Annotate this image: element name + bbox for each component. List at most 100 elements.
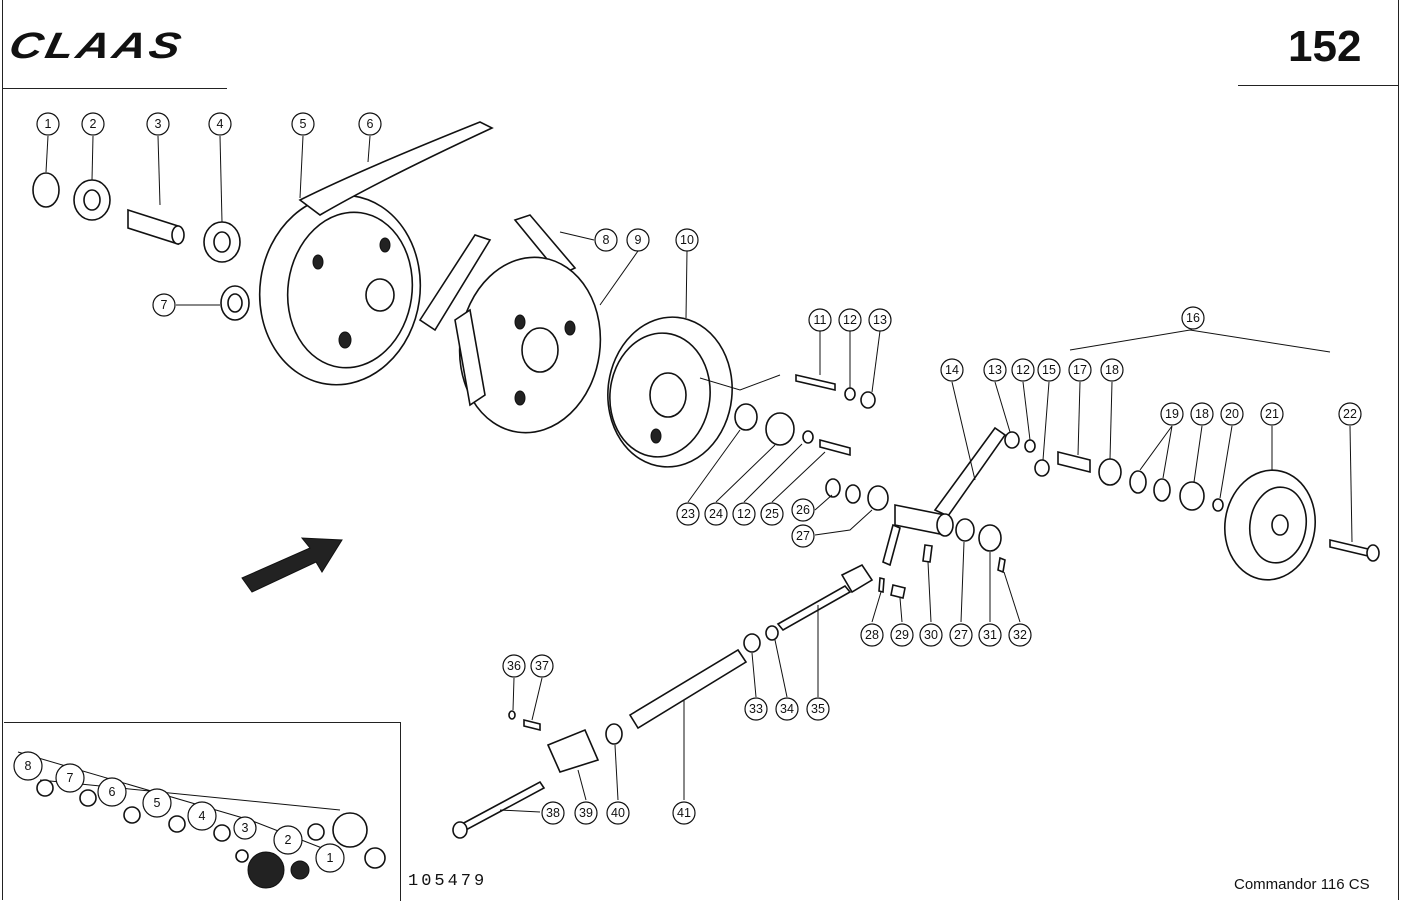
- svg-text:29: 29: [895, 628, 909, 642]
- part-bolt-22: [1329, 538, 1380, 562]
- svg-text:9: 9: [635, 233, 642, 247]
- svg-text:8: 8: [25, 759, 32, 773]
- callout-41: 41: [672, 801, 696, 825]
- direction-arrow: [241, 537, 343, 593]
- callout-20: 20: [1220, 402, 1244, 426]
- inset-label-2: 2: [273, 825, 303, 855]
- svg-text:23: 23: [681, 507, 695, 521]
- inset-label-4: 4: [187, 801, 217, 831]
- part-triple-groove-pulley: [607, 316, 733, 468]
- svg-text:6: 6: [109, 785, 116, 799]
- callout-33: 33: [744, 697, 768, 721]
- callout-18b: 18: [1190, 402, 1214, 426]
- svg-text:18: 18: [1195, 407, 1209, 421]
- callout-6: 6: [358, 112, 382, 136]
- part-circlip: [32, 172, 60, 208]
- page-border-right: [1398, 0, 1399, 900]
- inset-belt-diagram: 8 7 6 5 4 3 2 1: [13, 751, 386, 889]
- inset-frame: [4, 722, 401, 901]
- callout-23: 23: [676, 502, 700, 526]
- svg-text:41: 41: [677, 806, 691, 820]
- svg-text:2: 2: [285, 833, 292, 847]
- svg-text:40: 40: [611, 806, 625, 820]
- svg-text:21: 21: [1265, 407, 1279, 421]
- inset-label-1: 1: [315, 843, 345, 873]
- part-large-pulley: [258, 194, 422, 386]
- callout-2: 2: [81, 112, 105, 136]
- callout-21: 21: [1260, 402, 1284, 426]
- leader-lines: [45, 135, 1353, 813]
- svg-text:25: 25: [765, 507, 779, 521]
- header-rule-right: [1238, 85, 1398, 86]
- svg-text:4: 4: [199, 809, 206, 823]
- svg-text:2: 2: [90, 117, 97, 131]
- part-seal: [220, 285, 250, 321]
- page-border-left: [2, 0, 3, 900]
- svg-text:36: 36: [507, 659, 521, 673]
- part-small-items-27-32: [878, 518, 1006, 599]
- svg-text:7: 7: [67, 771, 74, 785]
- part-rod-38: [452, 780, 546, 839]
- svg-text:1: 1: [327, 851, 334, 865]
- callout-36: 36: [502, 654, 526, 678]
- callout-18a: 18: [1100, 358, 1124, 382]
- inset-label-5: 5: [142, 788, 172, 818]
- part-idler-roller: [1223, 469, 1317, 581]
- callout-27a: 27: [791, 524, 815, 548]
- svg-text:19: 19: [1165, 407, 1179, 421]
- callout-12a: 12: [838, 308, 862, 332]
- part-nuts-right: [1004, 431, 1224, 512]
- part-washers-26: [825, 478, 889, 511]
- callout-19: 19: [1160, 402, 1184, 426]
- svg-text:13: 13: [988, 363, 1002, 377]
- svg-text:20: 20: [1225, 407, 1239, 421]
- callout-25: 25: [760, 502, 784, 526]
- model-name: Commandor 116 CS: [1234, 876, 1370, 893]
- svg-text:38: 38: [546, 806, 560, 820]
- callout-4: 4: [208, 112, 232, 136]
- callout-3: 3: [146, 112, 170, 136]
- part-spacer-tube: [127, 208, 185, 246]
- part-bearing: [73, 179, 111, 221]
- callout-1: 1: [36, 112, 60, 136]
- callout-12c: 12: [732, 502, 756, 526]
- callout-30: 30: [919, 623, 943, 647]
- svg-text:16: 16: [1186, 311, 1200, 325]
- part-nut-washer-33-34: [743, 625, 779, 653]
- svg-text:11: 11: [814, 313, 827, 327]
- callout-17: 17: [1068, 358, 1092, 382]
- callout-29: 29: [890, 623, 914, 647]
- inset-label-8: 8: [13, 751, 43, 781]
- callout-27b: 27: [949, 623, 973, 647]
- callout-14: 14: [940, 358, 964, 382]
- callout-28: 28: [860, 623, 884, 647]
- svg-text:12: 12: [843, 313, 857, 327]
- svg-text:28: 28: [865, 628, 879, 642]
- callout-13b: 13: [983, 358, 1007, 382]
- part-tension-arm: [882, 426, 1007, 567]
- callout-40: 40: [606, 801, 630, 825]
- inset-label-3: 3: [233, 816, 257, 840]
- callout-32: 32: [1008, 623, 1032, 647]
- callout-8: 8: [594, 228, 618, 252]
- callout-12b: 12: [1011, 358, 1035, 382]
- part-multi-v-belt: [418, 214, 577, 332]
- callout-15: 15: [1037, 358, 1061, 382]
- svg-text:34: 34: [780, 702, 794, 716]
- callout-26: 26: [791, 498, 815, 522]
- svg-text:37: 37: [535, 659, 549, 673]
- part-washer-small: [844, 387, 876, 409]
- svg-text:12: 12: [737, 507, 751, 521]
- part-stud-bolt: [795, 373, 836, 392]
- svg-text:27: 27: [796, 529, 810, 543]
- svg-text:27: 27: [954, 628, 968, 642]
- svg-text:22: 22: [1343, 407, 1357, 421]
- svg-text:5: 5: [154, 796, 161, 810]
- svg-text:35: 35: [811, 702, 825, 716]
- svg-text:7: 7: [161, 298, 168, 312]
- svg-text:13: 13: [873, 313, 887, 327]
- callout-9: 9: [626, 228, 650, 252]
- svg-text:10: 10: [680, 233, 694, 247]
- inset-label-6: 6: [97, 777, 127, 807]
